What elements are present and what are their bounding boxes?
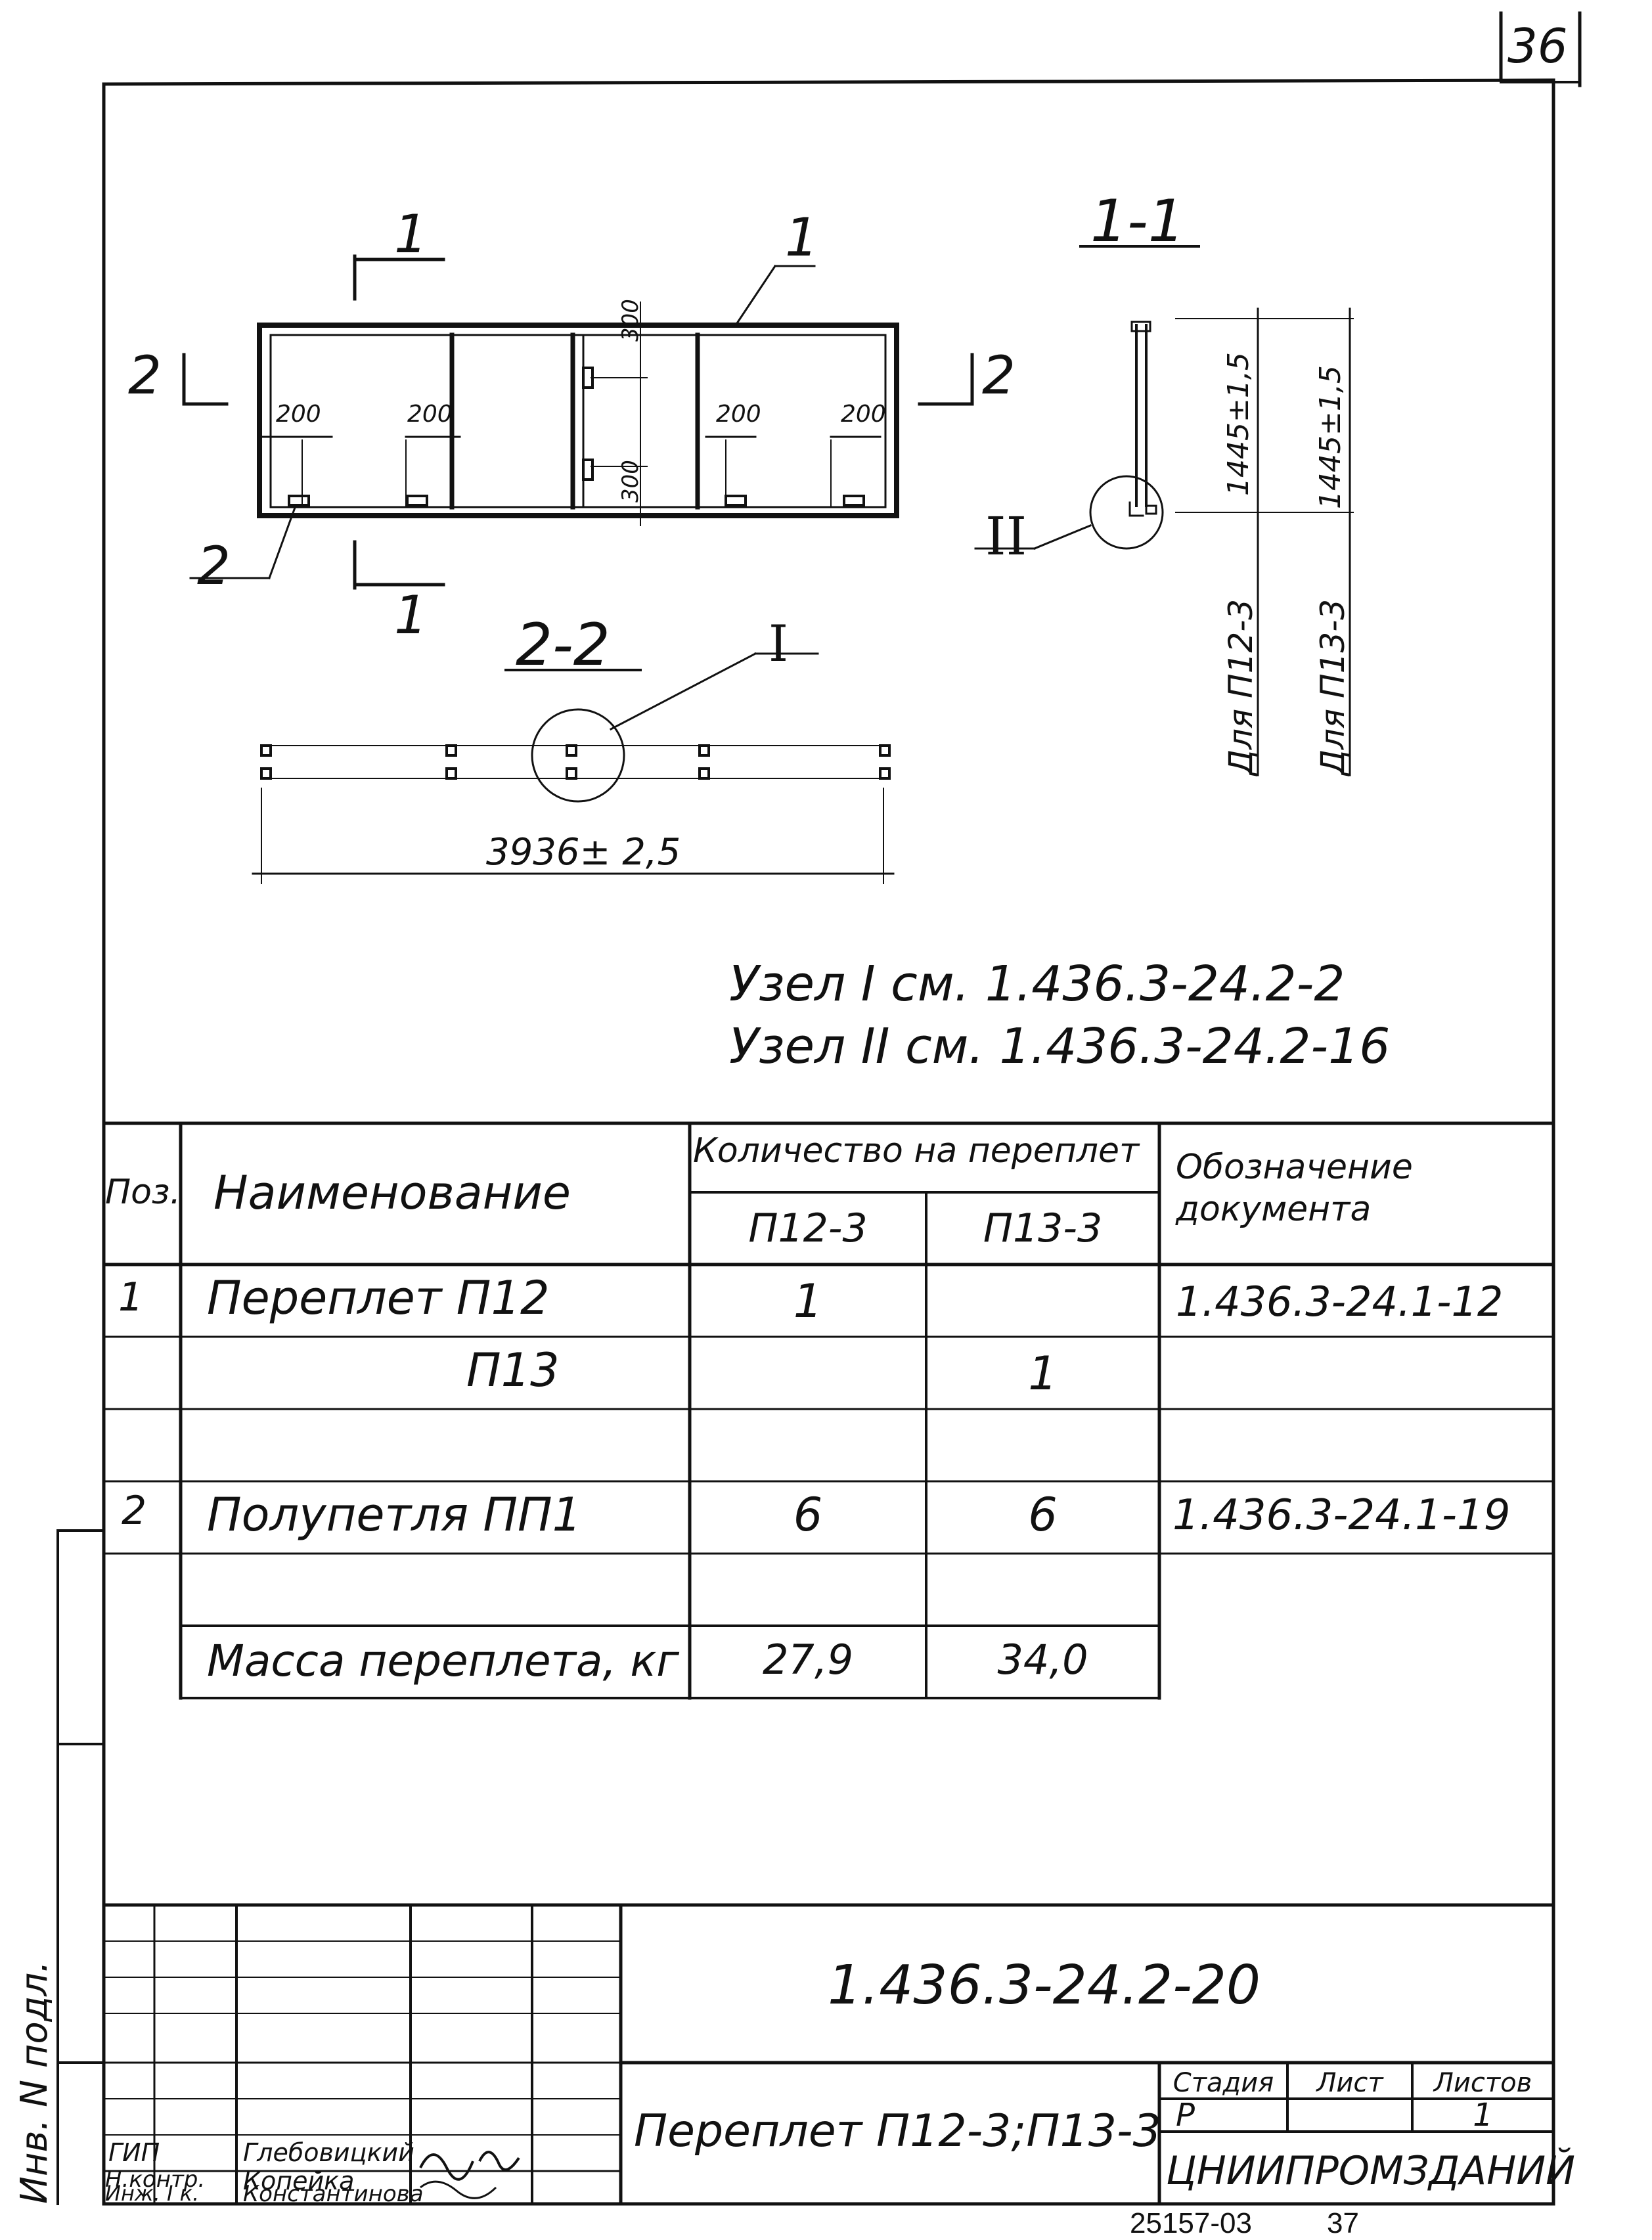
row6-name: Масса переплета, кг bbox=[207, 1636, 679, 1686]
row1-pos: 1 bbox=[118, 1274, 144, 1320]
table-header-pos: Поз. bbox=[105, 1173, 181, 1212]
table-header-qty: Количество на переплет bbox=[693, 1131, 1140, 1171]
section-2-2-title: 2-2 bbox=[516, 611, 610, 679]
node-II-label: II bbox=[985, 506, 1027, 567]
organization-name: ЦНИИПРОМЗДАНИЙ bbox=[1166, 2148, 1576, 2194]
length-dimension: 3936± 2,5 bbox=[486, 831, 681, 874]
note-node-1: Узел I см. 1.436.3-24.2-2 bbox=[729, 956, 1345, 1012]
stage-label: Стадия bbox=[1172, 2068, 1274, 2098]
section-1-top-marker: 1 bbox=[394, 204, 428, 265]
position-2-callout: 2 bbox=[197, 535, 231, 596]
dim-200-3: 200 bbox=[716, 401, 761, 428]
dim-200-2: 200 bbox=[407, 401, 453, 428]
row6-q2: 34,0 bbox=[997, 1636, 1088, 1684]
table-header-qty-p13: П13-3 bbox=[983, 1205, 1103, 1251]
sheet-label: Лист bbox=[1316, 2068, 1383, 2098]
row1-name: Переплет П12 bbox=[207, 1271, 550, 1325]
label-for-p12: Для П12-3 bbox=[1222, 598, 1260, 775]
row4-q1: 6 bbox=[793, 1488, 823, 1542]
row4-name: Полупетля ПП1 bbox=[207, 1488, 582, 1542]
row4-doc: 1.436.3-24.1-19 bbox=[1172, 1491, 1511, 1540]
section-1-bottom-marker: 1 bbox=[394, 585, 428, 646]
table-header-qty-p12: П12-3 bbox=[748, 1205, 868, 1251]
section-1-1 bbox=[974, 245, 1354, 776]
plan-view bbox=[182, 254, 974, 590]
signature-marks bbox=[419, 2151, 520, 2199]
row4-pos: 2 bbox=[122, 1488, 147, 1534]
height-dim-p12: 1445±1,5 bbox=[1222, 352, 1255, 496]
dim-300-bottom: 300 bbox=[617, 460, 644, 503]
title-block-grid bbox=[102, 1903, 1555, 2206]
table-header-doc: Обозначение документа bbox=[1176, 1148, 1413, 1229]
frame-top-line bbox=[102, 78, 1555, 86]
node-I-label: I bbox=[769, 614, 789, 673]
row2-name: П13 bbox=[466, 1343, 560, 1397]
row1-doc: 1.436.3-24.1-12 bbox=[1176, 1278, 1504, 1326]
spec-table-grid bbox=[102, 1121, 1555, 1700]
stage-value: Р bbox=[1176, 2097, 1195, 2134]
height-dim-p13: 1445±1,5 bbox=[1314, 365, 1347, 509]
signer-name-2: Копейка bbox=[243, 2166, 355, 2195]
drawing-title: Переплет П12-3;П13-3 bbox=[634, 2105, 1161, 2157]
note-node-2: Узел II см. 1.436.3-24.2-16 bbox=[729, 1018, 1391, 1075]
signer-name-1: Глебовицкий bbox=[243, 2138, 414, 2167]
table-header-name: Наименование bbox=[213, 1166, 571, 1220]
sheets-label: Листов bbox=[1433, 2068, 1532, 2098]
row1-q1: 1 bbox=[793, 1274, 823, 1328]
signer-name-3: Константинова bbox=[243, 2181, 424, 2207]
section-2-2 bbox=[252, 652, 895, 884]
position-1-callout: 1 bbox=[785, 207, 818, 268]
footer-page-number: 37 bbox=[1327, 2207, 1359, 2239]
row2-q2: 1 bbox=[1028, 1347, 1058, 1400]
dim-200-4: 200 bbox=[841, 401, 886, 428]
sheets-value: 1 bbox=[1473, 2097, 1493, 2134]
section-2-left-marker: 2 bbox=[128, 345, 162, 406]
label-for-p13: Для П13-3 bbox=[1314, 598, 1352, 775]
section-2-right-marker: 2 bbox=[982, 345, 1016, 406]
dim-300-top: 300 bbox=[617, 299, 644, 342]
archive-number: 25157-03 bbox=[1130, 2207, 1252, 2239]
sheet-number: 36 bbox=[1507, 18, 1568, 74]
signer-role-1: ГИП bbox=[108, 2138, 160, 2167]
side-stamp-inventory: Инв. N подл. bbox=[13, 1961, 56, 2204]
doc-code: 1.436.3-24.2-20 bbox=[828, 1954, 1261, 2017]
row6-q1: 27,9 bbox=[762, 1636, 854, 1684]
section-1-1-title: 1-1 bbox=[1090, 187, 1185, 255]
signer-role-2: Н.контр. bbox=[105, 2166, 206, 2193]
row4-q2: 6 bbox=[1028, 1488, 1058, 1542]
dim-200-1: 200 bbox=[276, 401, 321, 428]
signer-role-3: Инж. I к. bbox=[105, 2181, 200, 2206]
